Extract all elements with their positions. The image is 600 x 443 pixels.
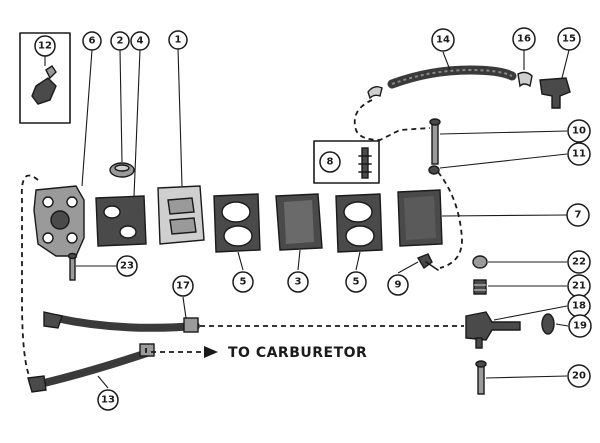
callout-15: 15 <box>557 27 581 51</box>
part-14-fuel-hose <box>387 65 517 89</box>
part-6-pump-body <box>33 185 85 257</box>
callout-6: 6 <box>82 31 102 51</box>
leader-lines <box>44 47 570 389</box>
svg-text:20: 20 <box>572 371 586 382</box>
part-15-fitting <box>539 77 571 109</box>
svg-text:11: 11 <box>572 149 586 160</box>
part-5-gasket-left <box>213 193 261 253</box>
svg-text:15: 15 <box>562 34 576 45</box>
callout-9: 9 <box>387 274 409 296</box>
callout-11: 11 <box>567 142 591 166</box>
part-17-fuel-line <box>43 311 200 333</box>
svg-text:6: 6 <box>89 36 96 47</box>
part-20-bolt <box>475 360 487 395</box>
svg-text:2: 2 <box>117 36 124 47</box>
callout-19: 19 <box>568 314 592 338</box>
callout-5-right: 5 <box>345 271 367 293</box>
svg-text:21: 21 <box>572 281 586 292</box>
to-carburetor-label: TO CARBURETOR <box>228 345 367 361</box>
callout-17: 17 <box>172 275 194 297</box>
callout-20: 20 <box>567 364 591 388</box>
part-21-spring <box>473 279 487 295</box>
callout-12: 12 <box>34 35 56 57</box>
callout-10: 10 <box>567 119 591 143</box>
svg-text:5: 5 <box>240 277 247 288</box>
part-11-nut <box>428 165 440 175</box>
callout-21: 21 <box>567 274 591 298</box>
svg-text:14: 14 <box>436 35 450 46</box>
svg-text:19: 19 <box>573 321 587 332</box>
callout-16: 16 <box>512 27 536 51</box>
callout-7: 7 <box>566 203 590 227</box>
callout-5-left: 5 <box>232 271 254 293</box>
inset-box-part-12 <box>19 32 71 124</box>
svg-text:22: 22 <box>572 257 586 268</box>
part-9-elbow-fitting <box>416 253 439 271</box>
svg-text:5: 5 <box>353 277 360 288</box>
svg-text:23: 23 <box>120 261 134 272</box>
callout-23: 23 <box>116 255 138 277</box>
callout-4: 4 <box>130 31 150 51</box>
callout-1: 1 <box>168 30 188 50</box>
part-19-seal-ring <box>541 313 555 335</box>
part-7-pump-cover <box>397 189 443 247</box>
svg-text:7: 7 <box>575 210 582 221</box>
callout-2: 2 <box>110 31 130 51</box>
callout-13: 13 <box>97 389 119 411</box>
inset-box-part-8 <box>313 140 380 184</box>
callout-3: 3 <box>287 271 309 293</box>
hose-clamp-left <box>367 85 383 100</box>
svg-text:17: 17 <box>176 281 190 292</box>
svg-text:9: 9 <box>395 280 402 291</box>
callout-18: 18 <box>567 294 591 318</box>
part-23-bolt <box>67 252 78 281</box>
svg-text:1: 1 <box>175 35 182 46</box>
svg-text:18: 18 <box>572 301 586 312</box>
svg-text:8: 8 <box>327 157 334 168</box>
svg-text:10: 10 <box>572 126 586 137</box>
part-13-fuel-line <box>27 343 155 393</box>
to-carburetor-arrow <box>145 346 218 358</box>
part-12-fitting <box>31 65 57 105</box>
callout-14: 14 <box>431 28 455 52</box>
callout-8: 8 <box>319 151 341 173</box>
part-4-gasket <box>95 195 147 247</box>
dashed-fuel-routes <box>20 99 464 379</box>
part-16-clamp <box>517 71 533 88</box>
part-8-check-valve <box>358 147 372 179</box>
svg-text:13: 13 <box>101 395 115 406</box>
svg-text:12: 12 <box>38 41 52 52</box>
part-3-diaphragm <box>275 193 323 251</box>
part-18-valve-body <box>465 311 521 349</box>
svg-text:4: 4 <box>137 36 144 47</box>
svg-text:3: 3 <box>295 277 302 288</box>
part-2-check-disc <box>109 162 135 178</box>
part-5-gasket-right <box>335 193 383 253</box>
part-10-screw <box>429 118 441 165</box>
part-1-cover-plate <box>157 185 205 245</box>
part-22-nut <box>472 255 488 269</box>
callout-22: 22 <box>567 250 591 274</box>
svg-text:16: 16 <box>517 34 531 45</box>
